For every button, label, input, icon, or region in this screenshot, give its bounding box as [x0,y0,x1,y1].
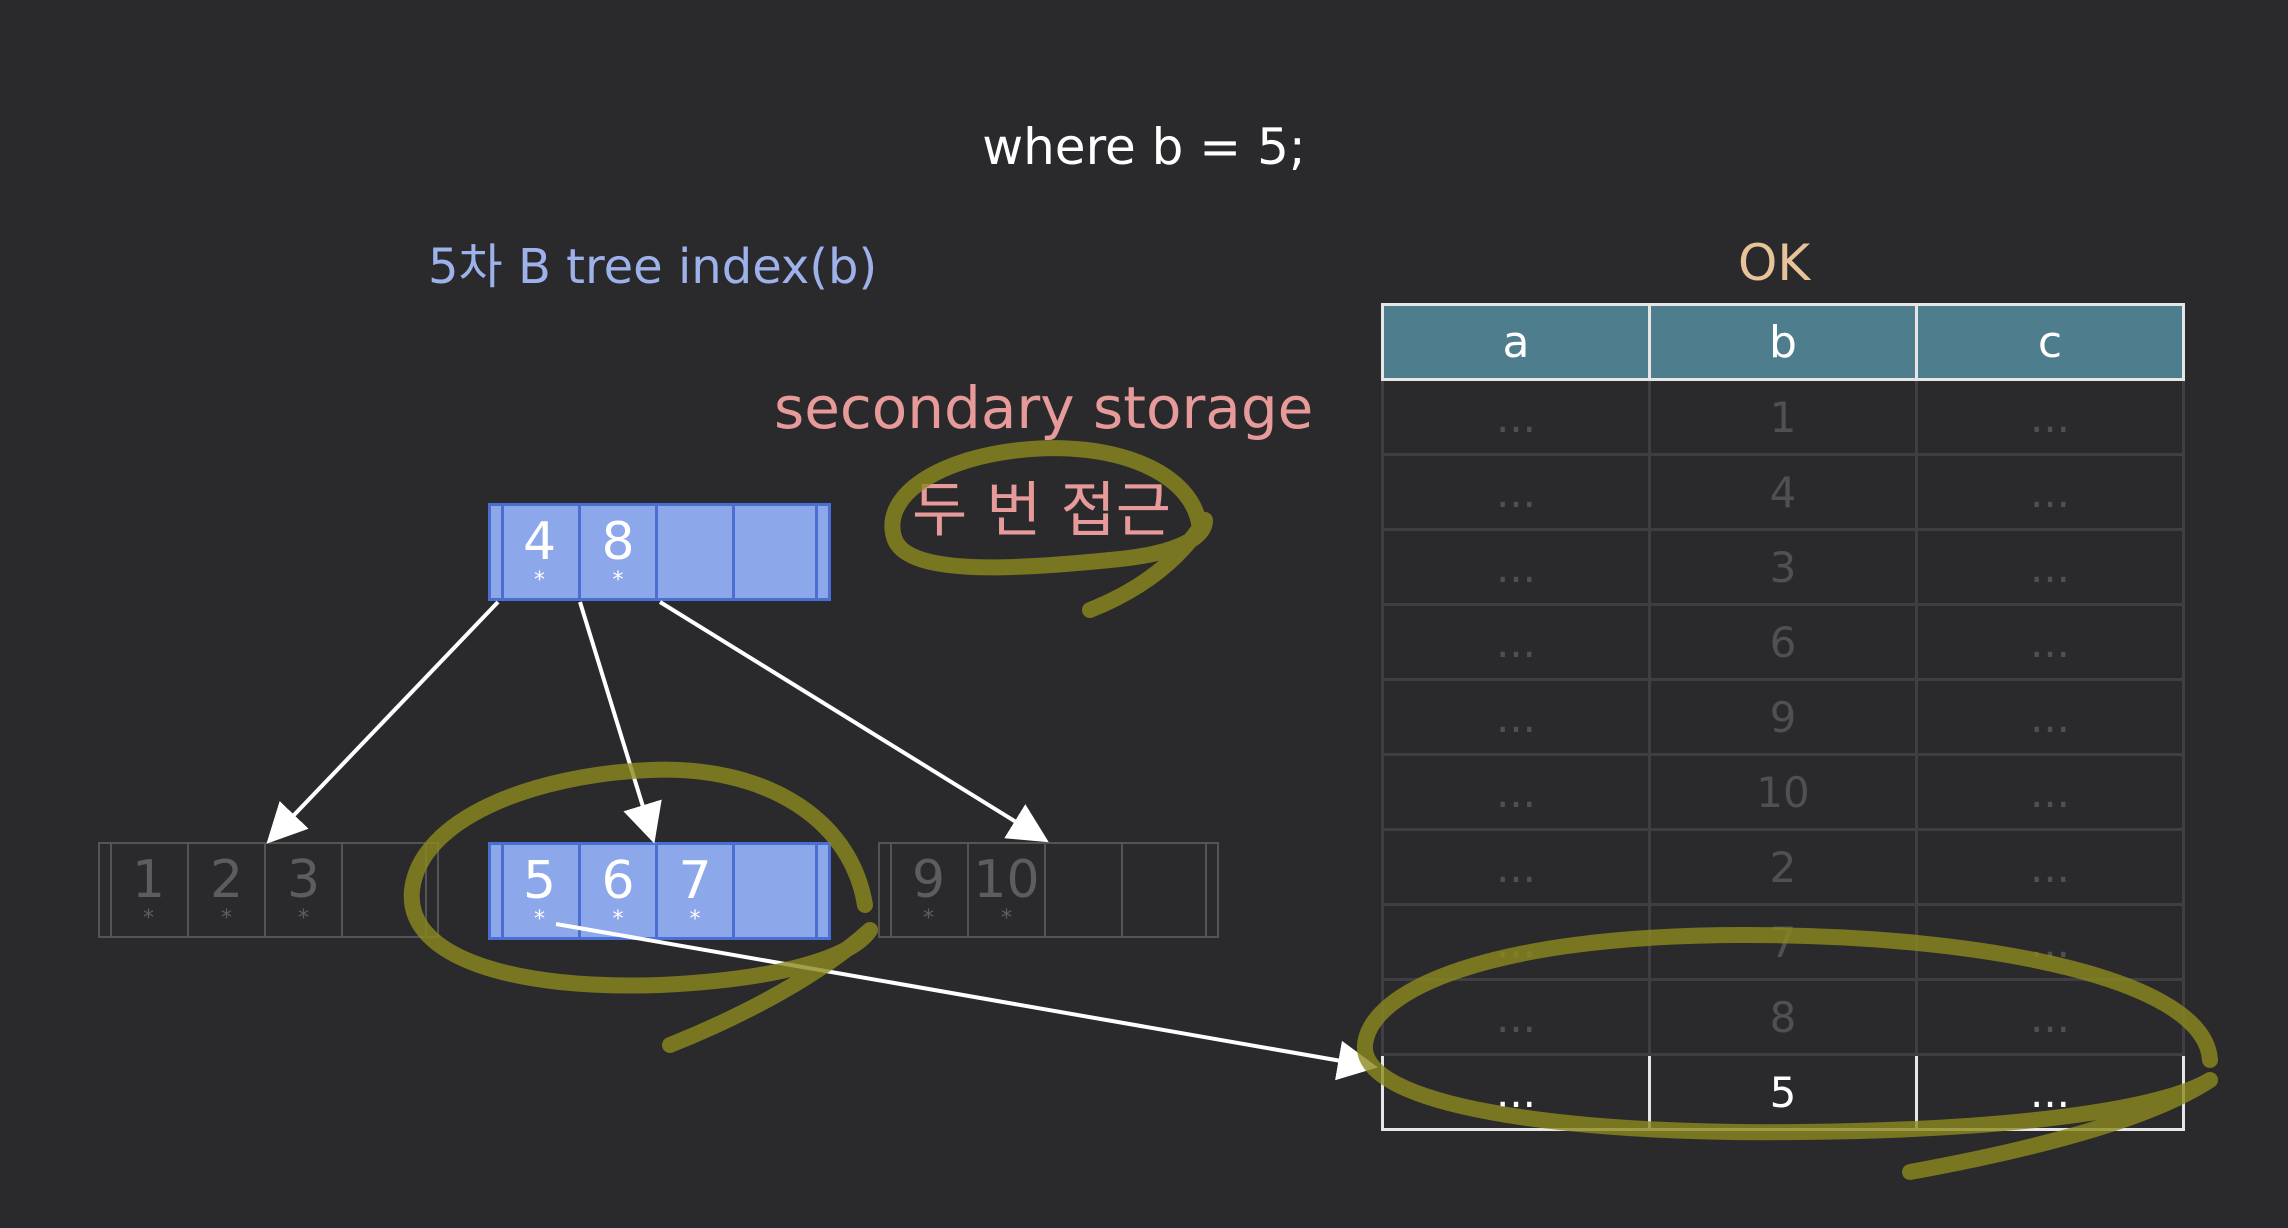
index-title: 5차 B tree index(b) [428,239,878,295]
leaf-key-cell: 2* [187,844,264,936]
root-key-cell: 8 * [578,506,655,598]
secondary-storage-label: secondary storage [774,374,1314,442]
cell-a: ... [1381,828,1651,906]
leaf-key: 1 [131,850,166,910]
cell-b: 3 [1648,528,1918,606]
tree-arrow-left [266,600,500,844]
highlight-leaf-circle [403,761,878,1053]
node-edge [100,844,112,936]
cell-c: ... [1915,678,2185,756]
record-pointer: * [689,907,701,932]
cell-a: ... [1381,453,1651,531]
leaf-key-cell [341,844,418,936]
leaf-key: 5 [522,851,557,911]
table-row: ...2... [1381,828,2185,906]
cell-b: 10 [1648,753,1918,831]
cell-a: ... [1381,603,1651,681]
node-edge [425,844,437,936]
cell-a: ... [1381,753,1651,831]
leaf-key-cell: 6* [578,845,655,937]
cell-b: 9 [1648,678,1918,756]
root-node: 4 * 8 * [488,503,831,601]
column-header-a: a [1381,303,1651,381]
table-title: OK [1738,234,1811,292]
tree-arrow-middle [578,601,662,844]
cell-b: 1 [1648,378,1918,456]
table-row: ...8... [1381,978,2185,1056]
leaf-key-cell [732,845,809,937]
leaf-node-2: 5* 6* 7* [488,842,831,940]
query-text: where b = 5; [982,118,1306,176]
leaf-node-3: 9* 10* [878,842,1219,938]
cell-c: ... [1915,453,2185,531]
table-row: ...3... [1381,528,2185,606]
cell-b: 8 [1648,978,1918,1056]
leaf-key-cell: 10* [967,844,1044,936]
cell-a: ... [1381,528,1651,606]
node-edge [491,506,504,598]
highlight-access-circle [884,440,1213,618]
cell-c: ... [1915,828,2185,906]
record-pointer: * [612,907,624,932]
leaf-key-cell [1121,844,1198,936]
leaf-key: 3 [286,850,321,910]
column-header-c: c [1915,303,2185,381]
cell-c: ... [1915,378,2185,456]
cell-a: ... [1381,903,1651,981]
table-row: ...4... [1381,453,2185,531]
record-pointer: * [534,907,545,932]
record-pointer: * [221,906,232,931]
leaf-key: 9 [911,850,946,910]
leaf-key-cell [1044,844,1121,936]
root-key-cell [732,506,809,598]
leaf-key: 2 [209,850,244,910]
cell-b: 2 [1648,828,1918,906]
leaf-key-cell: 3* [264,844,341,936]
table-header-row: a b c [1381,303,2185,381]
leaf-key-cell: 1* [110,844,187,936]
node-edge [491,845,504,937]
record-pointer: * [1001,906,1012,931]
table-row: ...1... [1381,378,2185,456]
node-edge [1205,844,1217,936]
leaf-key-cell: 9* [890,844,967,936]
cell-b: 5 [1648,1053,1918,1131]
cell-c: ... [1915,753,2185,831]
node-edge [815,506,828,598]
highlight-row-circle [1357,927,2218,1180]
record-arrow [555,922,1378,1081]
tree-arrow-right [658,600,1049,843]
leaf-node-1: 1* 2* 3* [98,842,439,938]
cell-c: ... [1915,603,2185,681]
leaf-key-cell: 7* [655,845,732,937]
cell-a: ... [1381,378,1651,456]
table-row: ...6... [1381,603,2185,681]
record-pointer: * [534,568,545,593]
record-pointer: * [298,906,309,931]
node-edge [815,845,828,937]
root-key-cell: 4 * [501,506,578,598]
table-row: ...10... [1381,753,2185,831]
leaf-key-cell: 5* [501,845,578,937]
table-row: ...9... [1381,678,2185,756]
leaf-key: 10 [973,850,1040,910]
access-twice-label: 두 번 접근 [912,476,1171,546]
cell-b: 6 [1648,603,1918,681]
root-key: 4 [522,512,557,572]
leaf-key: 6 [601,851,635,911]
root-key: 8 [601,512,635,572]
column-header-b: b [1648,303,1918,381]
record-pointer: * [612,568,624,593]
record-pointer: * [143,906,154,931]
leaf-key: 7 [678,851,712,911]
cell-a: ... [1381,678,1651,756]
node-edge [880,844,892,936]
root-key-cell [655,506,732,598]
data-table: a b c ...1... ...4... ...3... ...6... ..… [1381,303,2185,1131]
cell-b: 4 [1648,453,1918,531]
cell-c: ... [1915,528,2185,606]
record-pointer: * [923,906,934,931]
